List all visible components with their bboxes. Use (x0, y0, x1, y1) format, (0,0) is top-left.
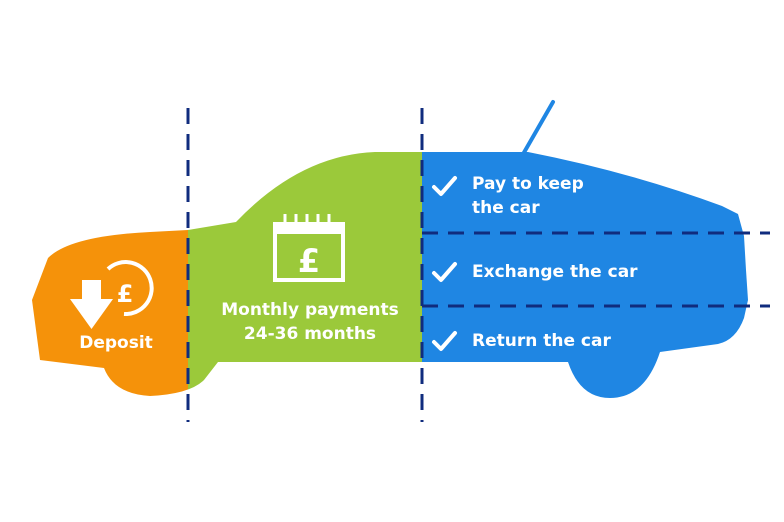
pound-coin-icon: £ (106, 260, 154, 317)
down-arrow-icon (70, 280, 113, 329)
option-exchange: Exchange the car (472, 262, 638, 282)
deposit-label: Deposit (79, 333, 153, 353)
checkmark-icon (432, 262, 457, 282)
monthly-payments-label: Monthly payments 24-36 months (198, 298, 422, 346)
monthly-payments-line2: 24-36 months (243, 324, 377, 344)
antenna (520, 100, 555, 158)
option-keep-line2: the car (472, 198, 540, 218)
option-return: Return the car (472, 331, 611, 351)
monthly-payments-line1: Monthly payments (221, 300, 399, 320)
checkmark-icon (432, 176, 457, 196)
option-pay-to-keep: Pay to keep the car (472, 172, 584, 220)
option-keep-line1: Pay to keep (472, 174, 584, 194)
pound-calendar-icon: £ (273, 214, 345, 282)
svg-text:£: £ (298, 242, 320, 280)
checkmark-icon (432, 331, 457, 351)
deposit-section (32, 152, 188, 398)
svg-text:£: £ (117, 280, 134, 308)
